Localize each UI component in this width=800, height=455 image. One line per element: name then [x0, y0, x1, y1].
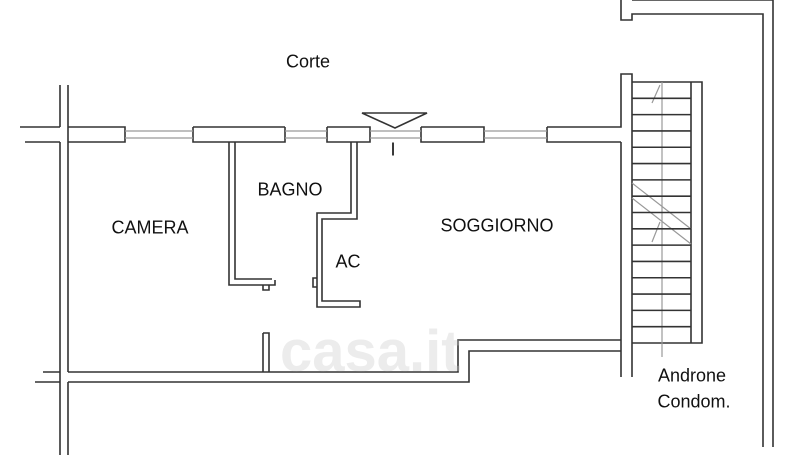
- corridor-walls: [620, 0, 774, 447]
- label-condominiale: Condom.: [657, 391, 731, 412]
- label-ac: AC: [335, 251, 361, 272]
- watermark: casa.it: [280, 319, 461, 384]
- staircase: [631, 81, 703, 357]
- label-ingresso: I: [390, 139, 396, 160]
- outer-walls: [20, 73, 633, 455]
- label-camera: CAMERA: [111, 217, 189, 238]
- interior-walls: [228, 142, 361, 308]
- label-soggiorno: SOGGIORNO: [440, 215, 554, 236]
- label-corte: Corte: [285, 51, 331, 72]
- entrance-door-symbol: [361, 112, 428, 129]
- label-bagno: BAGNO: [257, 179, 323, 200]
- label-androne: Androne: [657, 365, 727, 386]
